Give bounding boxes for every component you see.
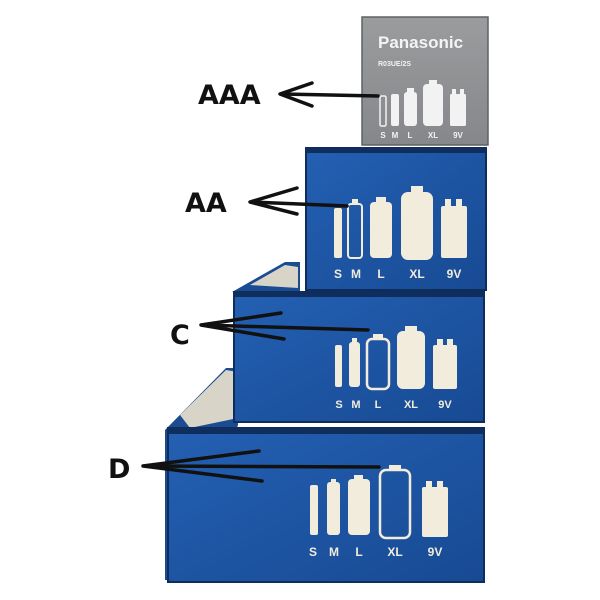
d-box-l-battery-icon [348, 479, 370, 535]
c-box-xl-battery-icon [397, 331, 425, 389]
d-box-9v-battery-icon [422, 487, 448, 537]
aa-box-size-9v: 9V [447, 267, 462, 281]
d-arrow [141, 449, 381, 483]
d-box-size-xl: XL [387, 545, 402, 559]
aaa-box-xl-battery-icon [423, 84, 443, 126]
aa-box-battery-icons [334, 186, 467, 260]
c-box-m-battery-icon [349, 342, 360, 387]
c-box-s-battery-icon [335, 345, 342, 387]
aa-arrow [248, 186, 349, 216]
aa-box-s-battery-icon [334, 208, 342, 258]
aaa-box-brand-logo: Panasonic [378, 33, 463, 52]
d-box-size-9v: 9V [428, 545, 443, 559]
c-box-size-s: S [335, 399, 342, 411]
d-box-size-s: S [309, 545, 317, 559]
aa-box-size-s: S [334, 267, 342, 281]
aaa-box-battery-icons [379, 80, 466, 127]
d-box: S M L XL 9V [165, 368, 485, 583]
aaa-box-9v-battery-icon [450, 94, 466, 126]
aaa-box-size-xl: XL [428, 131, 438, 140]
d-box-s-battery-icon [310, 485, 318, 535]
aa-box-size-xl: XL [409, 267, 424, 281]
d-box-side-label [180, 370, 238, 428]
c-box-battery-icons [335, 326, 457, 391]
aaa-box-size-m: M [392, 131, 399, 140]
aa-box-9v-battery-icon [441, 206, 467, 258]
aaa-box-m-battery-icon [391, 94, 399, 126]
d-box-size-l: L [355, 545, 362, 559]
c-box-size-l: L [375, 399, 382, 411]
aaa-box: Panasonic R03UE/2S S M L XL 9V [361, 16, 489, 146]
aa-box-l-battery-icon [370, 202, 392, 258]
d-box-battery-icons [310, 465, 448, 540]
aaa-box-model-code: R03UE/2S [378, 61, 411, 68]
aa-box-size-l: L [377, 267, 384, 281]
aaa-arrow [278, 81, 380, 108]
c-arrow [199, 311, 370, 341]
d-box-m-battery-icon [327, 482, 340, 535]
aaa-box-s-battery-icon-highlighted [379, 95, 387, 127]
c-box-size-9v: 9V [438, 399, 452, 411]
aa-label: AA [185, 188, 227, 219]
c-box-9v-battery-icon [433, 345, 457, 389]
aa-box: S M L XL 9V [305, 147, 487, 291]
aaa-box-l-battery-icon [404, 92, 417, 126]
aa-box-size-m: M [351, 267, 361, 281]
c-box-size-xl: XL [404, 399, 418, 411]
c-box-size-m: M [351, 399, 360, 411]
d-box-size-m: M [329, 545, 339, 559]
d-label: D [108, 454, 130, 485]
aaa-label: AAA [198, 80, 261, 111]
aa-box-xl-battery-icon [401, 192, 433, 260]
aaa-box-size-l: L [408, 131, 413, 140]
aaa-box-size-9v: 9V [453, 131, 463, 140]
c-label: C [170, 320, 190, 351]
aaa-box-size-s: S [380, 131, 386, 140]
